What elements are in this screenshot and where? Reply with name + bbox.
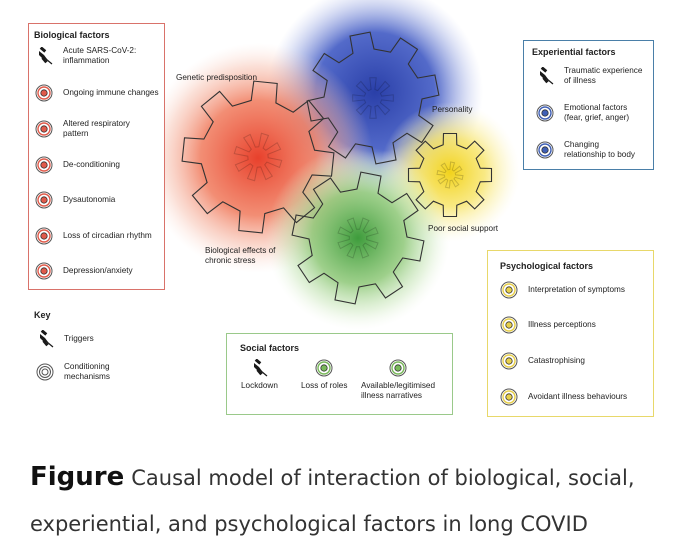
psychological-factors-box: Psychological factors Interpretation of … [487,250,654,417]
conditioning-icon [500,281,518,299]
conditioning-icon [536,141,554,159]
conditioning-icon [35,156,53,174]
psychological-item: Interpretation of symptoms [500,281,625,299]
biological-item: Altered respiratory pattern [35,119,130,139]
biological-item: Ongoing immune changes [35,84,159,102]
trigger-icon [536,66,554,85]
psychological-item: Avoidant illness behaviours [500,388,627,406]
social-item: Lockdown [241,358,278,391]
caption-text-line2: experiential, and psychological factors … [30,512,588,536]
caption-text-line1: Causal model of interaction of biologica… [131,466,635,490]
social-factors-box: Social factors Lockdown Loss of roles Avai… [226,333,453,415]
experiential-item: Emotional factors (fear, grief, anger) [536,103,629,123]
conditioning-icon [35,191,53,209]
social-item: Loss of roles [301,359,347,391]
green-gear [291,171,425,305]
conditioning-icon [500,388,518,406]
experiential-item-label: Changing relationship to body [564,140,636,159]
poor-social-support-label: Poor social support [428,224,499,233]
psychological-item-label: Avoidant illness behaviours [528,392,628,401]
psychological-item-label: Interpretation of symptoms [528,285,625,294]
genetic-predisposition-label: Genetic predisposition [176,73,258,82]
psychological-item: Catastrophising [500,352,585,370]
biological-item: Acute SARS-CoV-2: inflammation [35,46,136,66]
key-item: Triggers [36,329,94,348]
biological-item: Depression/anxiety [35,262,133,280]
psychological-item-label: Illness perceptions [528,320,596,329]
biological-factors-box: Biological factors Acute SARS-CoV-2: inf… [28,23,165,290]
conditioning-icon [500,352,518,370]
key-item-label: Conditioning mechanisms [64,362,110,381]
conditioning-icon [35,262,53,280]
experiential-factors-box: Experiential factors Traumatic experienc… [523,40,654,170]
biological-item-label: Depression/anxiety [63,266,133,275]
biological-item-label: Acute SARS-CoV-2: inflammation [63,46,137,65]
blue-gear-hub [352,77,394,119]
experiential-factors-title: Experiential factors [532,47,616,57]
key-item: Conditioning mechanisms [36,362,110,382]
conditioning-icon [536,104,554,122]
social-item-label: Lockdown [241,381,278,390]
conditioning-icon [315,359,333,377]
biological-effects-label: Biological effects of chronic stress [205,246,276,265]
key-item-label: Triggers [64,334,94,343]
conditioning-icon [35,84,53,102]
biological-item: Dysautonomia [35,191,115,209]
biological-item-label: Dysautonomia [63,195,116,204]
trigger-icon [250,358,268,377]
red-gear [181,80,335,234]
experiential-item: Changing relationship to body [536,140,635,160]
blue-gear [306,31,440,165]
figure-word: Figure [30,462,125,492]
biological-factors-title: Biological factors [34,30,110,40]
trigger-icon [36,329,54,348]
biological-item-label: Ongoing immune changes [63,88,159,97]
conditioning-icon [35,120,53,138]
biological-item-label: Altered respiratory pattern [63,119,130,138]
social-item-label: Available/legitimised illness narratives [361,381,436,400]
psychological-factors-title: Psychological factors [500,261,594,271]
experiential-item: Traumatic experience of illness [536,66,642,86]
experiential-item-label: Emotional factors (fear, grief, anger) [564,103,630,122]
trigger-icon [35,46,53,65]
biological-item-label: Loss of circadian rhythm [63,231,152,240]
biological-item-label: De-conditioning [63,160,120,169]
conditioning-icon [36,363,54,381]
personality-label: Personality [432,105,473,114]
psychological-item-label: Catastrophising [528,356,585,365]
yellow-gear-hub [436,161,464,189]
green-glow [266,146,450,330]
green-gear-hub [337,217,379,259]
yellow-gear [407,132,493,218]
psychological-item: Illness perceptions [500,316,596,334]
experiential-item-label: Traumatic experience of illness [564,66,643,85]
social-item: Available/legitimised illness narratives [361,359,435,401]
biological-item: De-conditioning [35,156,120,174]
conditioning-icon [500,316,518,334]
conditioning-icon [35,227,53,245]
red-gear-hub [233,132,283,182]
biological-item: Loss of circadian rhythm [35,227,152,245]
figure-caption-line1: Figure Causal model of interaction of bi… [30,462,635,492]
figure-caption-line2: experiential, and psychological factors … [30,512,588,536]
social-item-label: Loss of roles [301,381,348,390]
key-title: Key [34,310,51,320]
social-factors-title: Social factors [240,343,300,353]
conditioning-icon [389,359,407,377]
